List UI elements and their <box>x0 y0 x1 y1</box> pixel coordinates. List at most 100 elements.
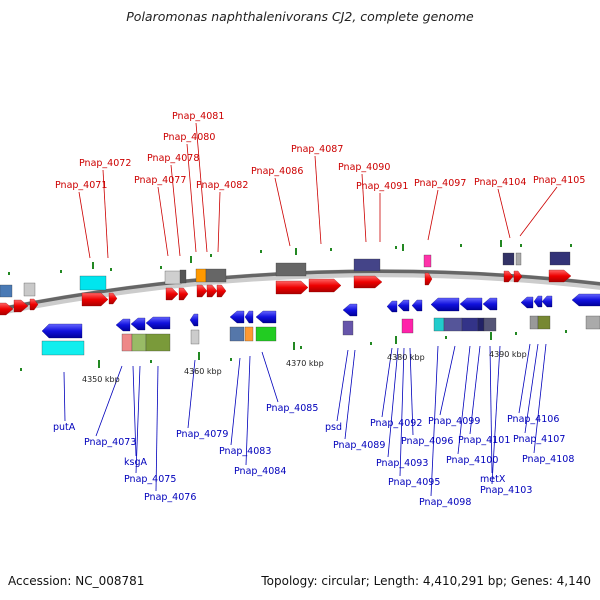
gene-leader-line <box>78 191 91 259</box>
tick-layer <box>8 240 572 371</box>
gene-leader-line <box>102 169 109 259</box>
tick-mark-major-bottom <box>98 360 100 368</box>
gene-label-bottom: Pnap_4108 <box>522 454 574 465</box>
tick-mark-top <box>60 270 62 273</box>
tick-mark-bottom <box>445 336 447 339</box>
gene-label-bottom: putA <box>53 422 76 433</box>
feature-box-layer <box>0 251 600 356</box>
forward-gene-arrow <box>216 284 227 298</box>
tick-mark-major <box>190 256 192 263</box>
feature-box <box>502 252 515 266</box>
gene-leader-line <box>314 155 322 245</box>
feature-box <box>195 268 207 283</box>
gene-leader-line <box>155 365 159 492</box>
gene-label-top: Pnap_4080 <box>163 132 215 143</box>
gene-leader-line <box>518 343 531 414</box>
forward-gene-arrow <box>108 292 118 305</box>
tick-mark-bottom <box>150 360 152 363</box>
forward-gene-arrow <box>503 270 514 283</box>
scale-label: 4360 kbp <box>184 367 222 376</box>
feature-box <box>244 326 254 342</box>
feature-box <box>145 333 171 352</box>
gene-label-bottom: Pnap_4095 <box>388 477 440 488</box>
feature-box <box>537 315 551 330</box>
gene-label-bottom: Pnap_4073 <box>84 437 136 448</box>
tick-mark-top <box>260 250 262 253</box>
tick-mark-major <box>92 262 94 269</box>
reverse-gene-arrow <box>145 316 171 330</box>
tick-mark-top <box>110 268 112 271</box>
gene-leader-line <box>344 349 356 440</box>
tick-mark-top <box>330 248 332 251</box>
feature-box <box>121 333 133 352</box>
gene-label-bottom: Pnap_4085 <box>266 403 318 414</box>
gene-leader-line <box>230 357 241 446</box>
tick-mark-major <box>295 248 297 255</box>
forward-gene-arrow <box>206 284 218 298</box>
gene-label-bottom: metX <box>480 474 506 485</box>
reverse-gene-arrow <box>459 297 483 311</box>
feature-box <box>190 329 200 345</box>
tick-mark-major <box>402 244 404 251</box>
tick-mark-top <box>395 246 397 249</box>
forward-gene-arrow <box>13 299 29 313</box>
gene-leader-line <box>195 122 208 253</box>
tick-mark-top <box>460 244 462 247</box>
forward-gene-arrow <box>165 287 179 301</box>
tick-mark-bottom <box>370 342 372 345</box>
feature-box <box>433 317 445 332</box>
gene-leader-line <box>157 186 169 257</box>
gene-leader-line <box>186 143 197 253</box>
scale-label: 4350 kbp <box>82 375 120 384</box>
gene-label-top: Pnap_4097 <box>414 178 466 189</box>
gene-label-bottom: Pnap_4098 <box>419 497 471 508</box>
gene-leader-line <box>170 164 181 257</box>
feature-box <box>342 320 354 336</box>
forward-gene-arrow <box>513 270 523 283</box>
gene-label-top: Pnap_4078 <box>147 153 199 164</box>
feature-box <box>0 284 13 298</box>
gene-leader-line <box>491 345 501 485</box>
reverse-gene-arrow <box>411 299 423 312</box>
gene-leader-line <box>217 191 221 253</box>
reverse-gene-arrow <box>115 318 131 332</box>
gene-leader-line <box>95 365 123 437</box>
feature-box <box>423 254 432 268</box>
gene-label-bottom: Pnap_4101 <box>458 435 510 446</box>
feature-box <box>23 282 36 297</box>
gene-leader-line <box>430 345 439 497</box>
gene-label-bottom: Pnap_4093 <box>376 458 428 469</box>
feature-box <box>401 318 414 334</box>
gene-label-top: Pnap_4072 <box>79 158 131 169</box>
gene-leader-line <box>524 343 539 434</box>
forward-gene-arrow <box>548 269 572 283</box>
tick-mark-major-bottom <box>395 336 397 344</box>
topology-text: Topology: circular; Length: 4,410,291 bp… <box>261 574 591 588</box>
tick-mark-top <box>160 266 162 269</box>
scale-label: 4370 kbp <box>286 359 324 368</box>
feature-box <box>275 262 307 277</box>
feature-box <box>483 317 497 332</box>
feature-box <box>585 315 600 330</box>
forward-gene-arrow <box>353 275 383 289</box>
gene-leader-line <box>381 347 393 418</box>
scale-label: 4390 kbp <box>489 350 527 359</box>
reverse-gene-arrow <box>255 310 277 324</box>
gene-label-bottom: Pnap_4092 <box>370 418 422 429</box>
gene-leader-line <box>457 345 471 455</box>
forward-gene-arrow <box>178 287 189 301</box>
tick-mark-bottom <box>565 330 567 333</box>
gene-leader-line <box>361 173 367 243</box>
tick-mark-major-bottom <box>293 342 295 350</box>
gene-leader-line <box>387 347 399 458</box>
tick-mark-bottom <box>300 346 302 349</box>
map-title: Polaromonas naphthalenivorans CJ2, compl… <box>126 9 474 24</box>
gene-label-top: Pnap_4086 <box>251 166 303 177</box>
feature-box <box>255 326 277 342</box>
feature-box <box>515 252 522 266</box>
forward-gene-arrow <box>308 278 342 293</box>
scale-label: 4380 kbp <box>387 353 425 362</box>
reverse-gene-arrow <box>520 296 534 309</box>
gene-label-bottom: ksgA <box>124 457 147 468</box>
reverse-gene-arrow <box>571 293 600 307</box>
